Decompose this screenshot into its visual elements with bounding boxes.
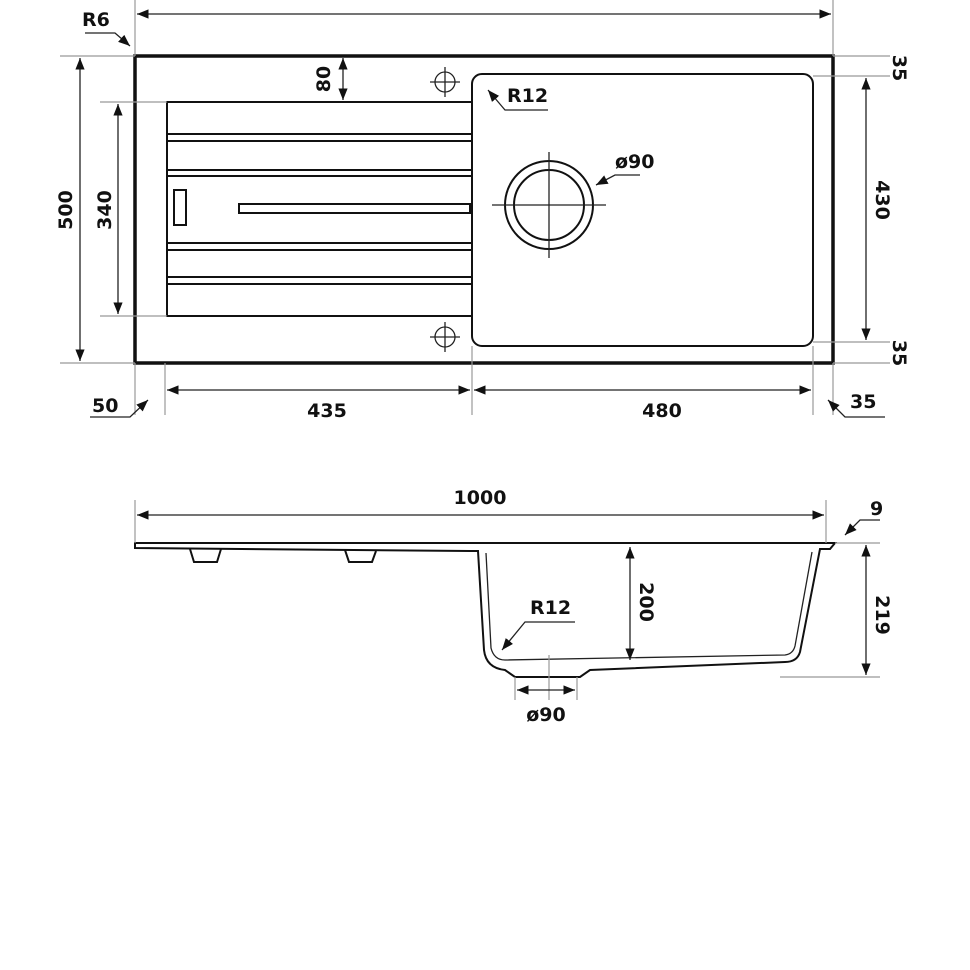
bowl-depth-label: 200 (635, 582, 657, 622)
rim-thickness-label: 9 (870, 498, 883, 520)
bowl-inner-wall (485, 551, 813, 661)
side-view: 1000 9 200 219 R12 ø90 (134, 487, 893, 726)
rim-leader (844, 519, 880, 536)
top-view: R6 80 R12 35 500 340 ø90 430 35 50 435 4… (55, 0, 910, 422)
r6-label: R6 (82, 9, 110, 31)
left-margin-leader (90, 399, 149, 418)
bowl-margin-bottom-label: 35 (888, 340, 910, 366)
right-margin-leader (827, 399, 885, 418)
drainer-length-label: 435 (307, 400, 347, 422)
side-width-label: 1000 (454, 487, 507, 509)
side-extension-lines (134, 500, 880, 700)
total-height-label: 219 (871, 595, 893, 635)
side-profile (134, 542, 838, 678)
drainer-channel (238, 203, 471, 214)
drainer-offset-label: 80 (313, 66, 335, 92)
support-foot (344, 549, 377, 563)
r12-leader (487, 89, 548, 111)
r6-leader (85, 32, 131, 47)
drainer-area (166, 101, 472, 317)
overflow-slot (173, 189, 187, 226)
bowl-radius-label: R12 (507, 85, 548, 107)
side-r12-leader (501, 621, 575, 651)
extension-lines (60, 0, 890, 415)
right-margin-label: 35 (850, 391, 876, 413)
tap-hole-top (430, 67, 460, 97)
drain-hole (492, 152, 606, 258)
drainer-ribs (167, 133, 472, 285)
depth-label: 500 (55, 190, 77, 230)
bowl-width-label: 480 (642, 400, 682, 422)
drain-diameter-label: ø90 (615, 151, 655, 173)
sink-outline (133, 54, 835, 365)
side-r12-label: R12 (530, 597, 571, 619)
left-margin-label: 50 (92, 395, 118, 417)
bowl-length-label: 430 (871, 180, 893, 220)
bowl-margin-top-label: 35 (888, 55, 910, 81)
drainer-depth-label: 340 (94, 190, 116, 230)
side-drain-label: ø90 (526, 704, 566, 726)
drain-leader (595, 174, 640, 186)
bowl-outline (471, 73, 814, 347)
tap-hole-bottom (430, 322, 460, 352)
support-foot (189, 548, 222, 563)
